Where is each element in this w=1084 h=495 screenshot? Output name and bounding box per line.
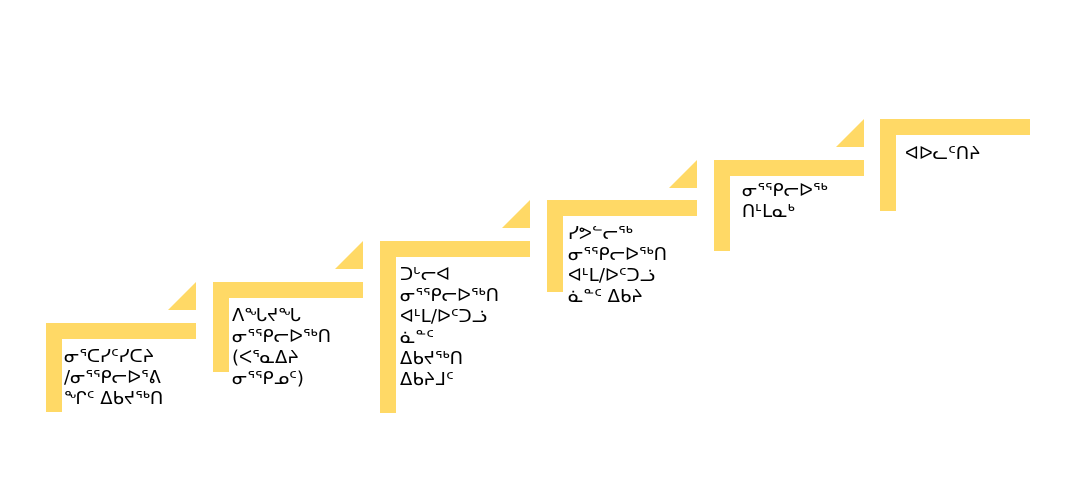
step-6-top-bar [880, 119, 1030, 135]
step-2-label-line: ᐱᖓᔪᖓ [232, 305, 301, 326]
step-1-label-line: /ᓂᕐᕿᓕᐅᕐᕕ [64, 367, 161, 388]
step-1-top-bar [46, 323, 196, 339]
step-3-label-line: ᓂᕐᕿᓕᐅᖅᑎ [400, 285, 499, 306]
step-2-label-line: ᓂᕐᕿᓕᐅᖅᑎ [232, 326, 331, 347]
step-1-label-line: ᖏᑦ ᐃᑲᔪᖅᑎ [64, 388, 164, 409]
step-2-top-bar [213, 282, 363, 298]
step-2-side-bar [213, 282, 229, 372]
step-6-label: ᐊᐅᓚᑦᑎᔨ [905, 143, 980, 164]
step-3-label-line: ᐃᑲᔨᒧᑦ [400, 369, 454, 390]
step-1-corner-triangle [168, 282, 196, 310]
step-2-corner-triangle [335, 241, 363, 269]
step-4-label-line: ᓈᓐᑦ ᐃᑲᔨ [568, 286, 643, 307]
step-4-label-line: ᓯᕗᓪᓕᖅ [568, 223, 633, 244]
step-5-label-line: ᑎᒻᒪᓇᒃ [742, 201, 795, 222]
step-3-label-line: ᑐᒡᓕᐊ [400, 264, 451, 285]
step-5-top-bar [714, 160, 864, 176]
step-4-top-bar [547, 200, 697, 216]
step-4-label-line: ᓂᕐᕿᓕᐅᖅᑎ [568, 244, 667, 265]
step-3-top-bar [380, 241, 530, 257]
step-3-corner-triangle [502, 200, 530, 228]
step-2-label-line: (ᐸᕐᓇᐃᔨ [232, 347, 299, 368]
step-6-label-line: ᐊᐅᓚᑦᑎᔨ [905, 143, 981, 164]
step-2-label-line: ᓂᕐᕿᓄᑦ) [232, 368, 304, 389]
step-3-label-line: ᓈᓐᑦ [400, 327, 434, 348]
step-6-side-bar [880, 119, 896, 211]
step-1-side-bar [46, 323, 62, 412]
step-3-label-line: ᐊᒻᒪ/ᐅᑦᑐᓘ [400, 306, 488, 327]
step-5-corner-triangle [836, 119, 864, 147]
step-3-side-bar [380, 241, 396, 413]
step-1-label-line: ᓂᕐᑕᓯᑦᓯᑕᔨ [64, 346, 154, 367]
step-5-label-line: ᓂᕐᕿᓕᐅᖅ [742, 180, 828, 201]
step-5-side-bar [714, 160, 730, 251]
step-4-corner-triangle [669, 160, 697, 188]
step-4-side-bar [547, 200, 563, 292]
step-4-label-line: ᐊᒻᒪ/ᐅᑦᑐᓘ [568, 265, 656, 286]
step-3-label-line: ᐃᑲᔪᖅᑎ [400, 348, 463, 369]
